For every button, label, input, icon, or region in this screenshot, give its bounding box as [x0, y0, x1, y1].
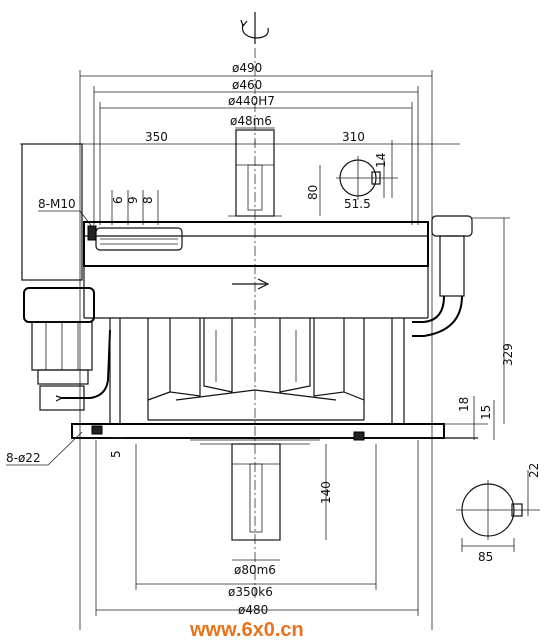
oil-pipe — [412, 215, 473, 337]
motor-assembly — [21, 143, 111, 411]
dim-18: 18 — [457, 397, 471, 412]
dim-48: ø48m6 — [230, 114, 272, 128]
gear-housing — [109, 318, 405, 424]
dim-51-5: 51.5 — [344, 197, 371, 211]
dim-80: 80 — [306, 185, 320, 200]
input-shaft — [228, 129, 282, 217]
callout-m10: 8-M10 — [38, 197, 76, 211]
dim-6: 6 — [111, 196, 125, 204]
shaft-section-upper — [336, 140, 398, 200]
shaft-section-lower — [456, 470, 540, 552]
dim-480: ø480 — [238, 603, 268, 617]
watermark-text: www.6x0.cn — [189, 619, 304, 641]
rotation-arrow-icon — [240, 12, 269, 44]
dim-8: 8 — [141, 196, 155, 204]
output-shaft — [231, 443, 281, 541]
dim-350: ø350k6 — [228, 585, 273, 599]
dim-22: 22 — [527, 463, 541, 478]
dim-350: 350 — [145, 130, 168, 144]
dim-9: 9 — [126, 196, 140, 204]
dim-329: 329 — [501, 343, 515, 366]
base-flange — [71, 423, 488, 445]
dim-140: 140 — [319, 481, 333, 504]
callout-d22: 8-ø22 — [6, 451, 41, 465]
dim-5: 5 — [109, 450, 123, 458]
housing-cover — [83, 221, 429, 319]
dim-440: ø440H7 — [228, 94, 275, 108]
dim-310: 310 — [342, 130, 365, 144]
dim-85: 85 — [478, 550, 493, 564]
top-dimensions — [20, 70, 460, 630]
dim-14: 14 — [374, 153, 388, 168]
dim-80m6: ø80m6 — [234, 563, 276, 577]
dim-490: ø490 — [232, 61, 262, 75]
bottom-dimensions — [95, 440, 419, 616]
dim-460: ø460 — [232, 78, 262, 92]
dim-15: 15 — [479, 405, 493, 420]
